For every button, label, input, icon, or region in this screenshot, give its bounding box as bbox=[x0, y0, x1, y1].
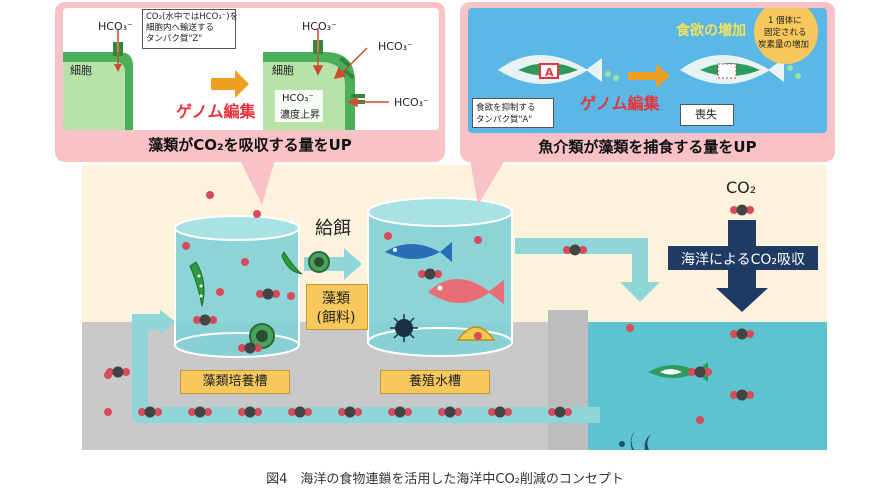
cell-label-b: 細胞 bbox=[272, 64, 294, 77]
outflow-arrow-icon bbox=[620, 282, 660, 302]
absorb-arrow-icon bbox=[716, 288, 768, 312]
protein-z-note-line2: 細胞内へ輸送する bbox=[146, 23, 215, 33]
gene-a-label: A bbox=[545, 66, 554, 79]
co2-molecule-icon bbox=[563, 244, 587, 256]
ocean-absorb-box bbox=[668, 246, 818, 270]
protein-z-note-line3: タンパク質"Z" bbox=[146, 34, 203, 44]
co2-molecule-icon bbox=[138, 406, 162, 418]
tuna-icon bbox=[385, 242, 452, 262]
ocean-absorb-label: 海洋によるCO₂吸収 bbox=[681, 252, 805, 268]
algae-feed-line2: (餌料) bbox=[316, 310, 356, 326]
co2-molecule-icon bbox=[730, 389, 754, 401]
co2-molecule-icon bbox=[688, 366, 712, 378]
ocean-water bbox=[587, 322, 827, 450]
hco3-label-b: HCO₃⁻ bbox=[302, 20, 337, 33]
partition-wall bbox=[548, 310, 588, 450]
co2-molecule-icon bbox=[388, 406, 412, 418]
feeding-label: 給餌 bbox=[315, 218, 351, 239]
hco3-label-c: HCO₃⁻ bbox=[378, 40, 413, 53]
cell-label-a: 細胞 bbox=[70, 64, 92, 77]
pipe-up bbox=[132, 314, 165, 330]
co2-molecule-icon bbox=[730, 328, 754, 340]
co2-molecule-icon bbox=[418, 268, 442, 280]
protein-z-note-box bbox=[142, 9, 236, 49]
appetite-increase: 食欲の増加 bbox=[676, 23, 746, 39]
co2-molecule-icon bbox=[188, 406, 212, 418]
co2-molecule-icon bbox=[193, 314, 217, 326]
co2-molecule-icon bbox=[730, 204, 754, 216]
co2-molecule-icon bbox=[338, 406, 362, 418]
co2-molecule-icon bbox=[548, 406, 572, 418]
protein-z-note-line1: CO₂(水中ではHCO₃⁻)を bbox=[146, 12, 239, 22]
genome-editing-right: ゲノム編集 bbox=[580, 94, 660, 113]
algae-panel-title: 藻類がCO₂を吸収する量をUP bbox=[148, 136, 352, 154]
concentration-line1: HCO₃⁻ bbox=[282, 93, 314, 104]
co2-molecule-icon bbox=[438, 406, 462, 418]
protein-a-box bbox=[472, 98, 554, 128]
seaweed-icon bbox=[619, 430, 651, 450]
co2-label: CO₂ bbox=[726, 178, 757, 197]
co2-molecule-icon bbox=[238, 342, 262, 354]
carbon-bubble-line2: 固定される bbox=[764, 28, 807, 38]
algae-feed-line1: 藻類 bbox=[322, 291, 350, 307]
co2-molecules bbox=[106, 204, 754, 418]
sea-urchin-icon bbox=[390, 314, 418, 342]
ocean-fish-icon bbox=[648, 362, 708, 382]
hco3-label-a: HCO₃⁻ bbox=[98, 20, 133, 33]
concentration-line2: 濃度上昇 bbox=[280, 110, 320, 121]
loss-box bbox=[680, 104, 734, 126]
protein-a-line2: タンパク質"A" bbox=[476, 115, 533, 125]
protein-a-line1: 食欲を抑制する bbox=[476, 103, 536, 113]
fish-panel-title: 魚介類が藻類を捕食する量をUP bbox=[538, 138, 757, 156]
figure-caption: 図4 海洋の食物連鎖を活用した海洋中CO₂削減のコンセプト bbox=[266, 472, 624, 487]
algae-feed-box bbox=[306, 284, 368, 330]
algae-tank-label: 藻類培養槽 bbox=[180, 370, 290, 394]
algae-panel-image bbox=[63, 8, 439, 130]
carbon-bubble-line3: 炭素量の増加 bbox=[758, 40, 810, 50]
sea-bream-icon bbox=[428, 279, 504, 304]
co2-molecule-icon bbox=[238, 406, 262, 418]
hco3-label-d: HCO₃⁻ bbox=[394, 96, 429, 109]
genome-editing-left: ゲノム編集 bbox=[176, 102, 256, 121]
carbon-bubble-line1: 1 個体に bbox=[768, 16, 802, 26]
aquaculture-tank-label: 養殖水槽 bbox=[380, 370, 490, 394]
red-dots bbox=[104, 191, 734, 424]
co2-molecule-icon bbox=[256, 288, 280, 300]
co2-molecule-icon bbox=[488, 406, 512, 418]
pipe-arrow-icon bbox=[160, 310, 176, 334]
loss-label: 喪失 bbox=[695, 108, 717, 121]
co2-molecule-icon bbox=[288, 406, 312, 418]
feeding-arrow-icon bbox=[304, 248, 362, 280]
